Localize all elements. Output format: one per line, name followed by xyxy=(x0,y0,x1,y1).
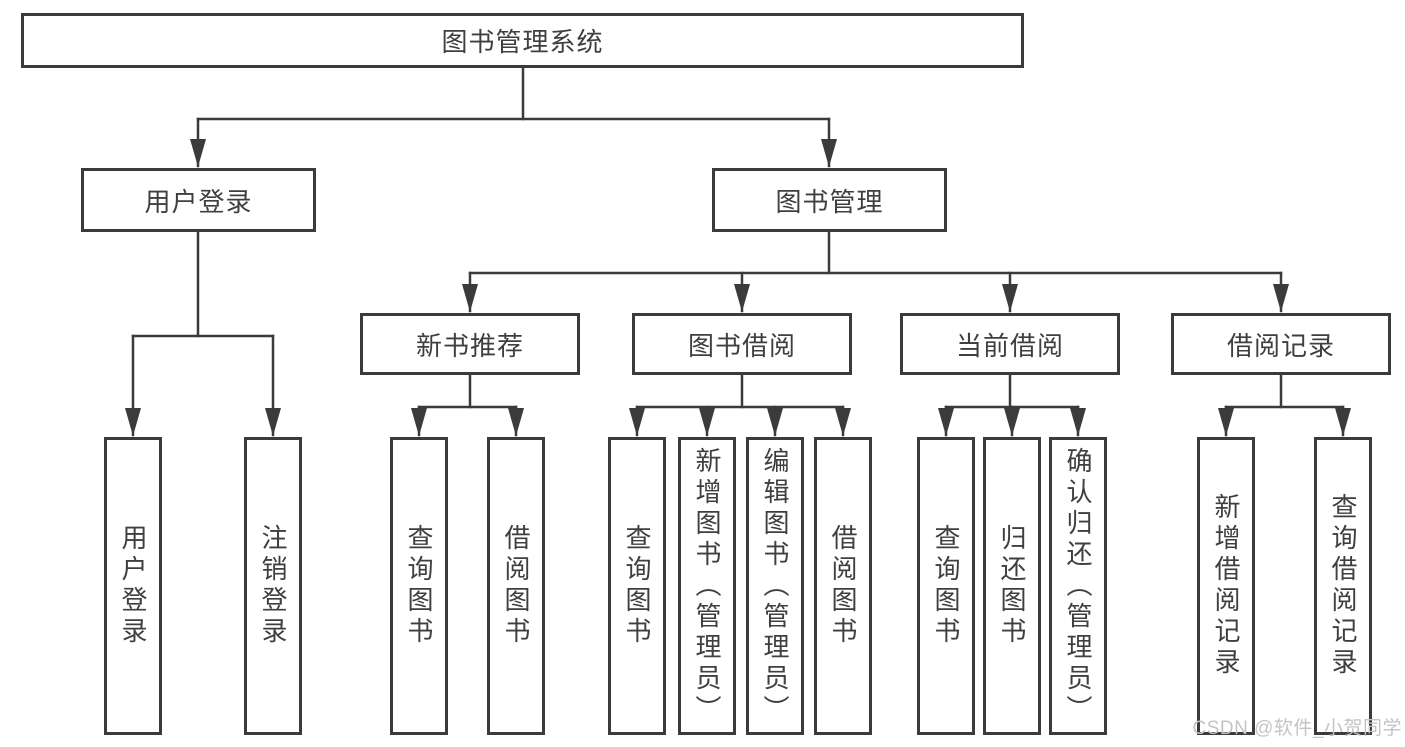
leaf-edit-book-admin: 编辑图书（管理员） xyxy=(746,437,804,735)
node-borrow-records: 借阅记录 xyxy=(1171,313,1391,375)
leaf-borrow-books: 借阅图书 xyxy=(814,437,872,735)
node-label: 借阅记录 xyxy=(1226,330,1335,361)
node-label: 用户登录 xyxy=(144,186,253,217)
leaf-query-books-borrow: 查询图书 xyxy=(608,437,666,735)
leaf-query-books-recommend: 查询图书 xyxy=(390,437,448,735)
leaf-logout-login: 注销登录 xyxy=(244,437,302,735)
node-label: 图书借阅 xyxy=(687,330,796,361)
node-label: 注销登录 xyxy=(258,524,288,648)
node-new-book-recommend: 新书推荐 xyxy=(360,313,580,375)
node-label: 图书管理系统 xyxy=(441,27,604,57)
node-label: 查询图书 xyxy=(622,524,652,648)
leaf-borrow-books-recommend: 借阅图书 xyxy=(487,437,545,735)
node-current-borrow: 当前借阅 xyxy=(900,313,1120,375)
leaf-query-books-current: 查询图书 xyxy=(917,437,975,735)
node-label: 查询图书 xyxy=(931,524,961,648)
leaf-confirm-return-admin: 确认归还（管理员） xyxy=(1049,437,1107,735)
watermark: CSDN @软件_小贺同学 xyxy=(1192,718,1402,739)
node-book-management: 图书管理 xyxy=(712,168,947,232)
node-label: 新增图书（管理员） xyxy=(692,446,722,726)
node-book-borrow: 图书借阅 xyxy=(632,313,852,375)
leaf-add-book-admin: 新增图书（管理员） xyxy=(678,437,736,735)
leaf-return-books: 归还图书 xyxy=(983,437,1041,735)
node-label: 查询借阅记录 xyxy=(1328,493,1358,679)
node-label: 借阅图书 xyxy=(501,524,531,648)
node-label: 新书推荐 xyxy=(415,330,524,361)
node-label: 确认归还（管理员） xyxy=(1063,446,1093,726)
node-label: 借阅图书 xyxy=(828,524,858,648)
leaf-user-login: 用户登录 xyxy=(104,437,162,735)
leaf-query-borrow-record: 查询借阅记录 xyxy=(1314,437,1372,735)
node-label: 用户登录 xyxy=(118,524,148,648)
node-label: 图书管理 xyxy=(775,186,884,217)
leaf-add-borrow-record: 新增借阅记录 xyxy=(1197,437,1255,735)
node-label: 查询图书 xyxy=(404,524,434,648)
node-library-management-system: 图书管理系统 xyxy=(21,13,1024,68)
node-user-login: 用户登录 xyxy=(81,168,316,232)
node-label: 归还图书 xyxy=(997,524,1027,648)
node-label: 新增借阅记录 xyxy=(1211,493,1241,679)
node-label: 编辑图书（管理员） xyxy=(760,446,790,726)
node-label: 当前借阅 xyxy=(955,330,1064,361)
